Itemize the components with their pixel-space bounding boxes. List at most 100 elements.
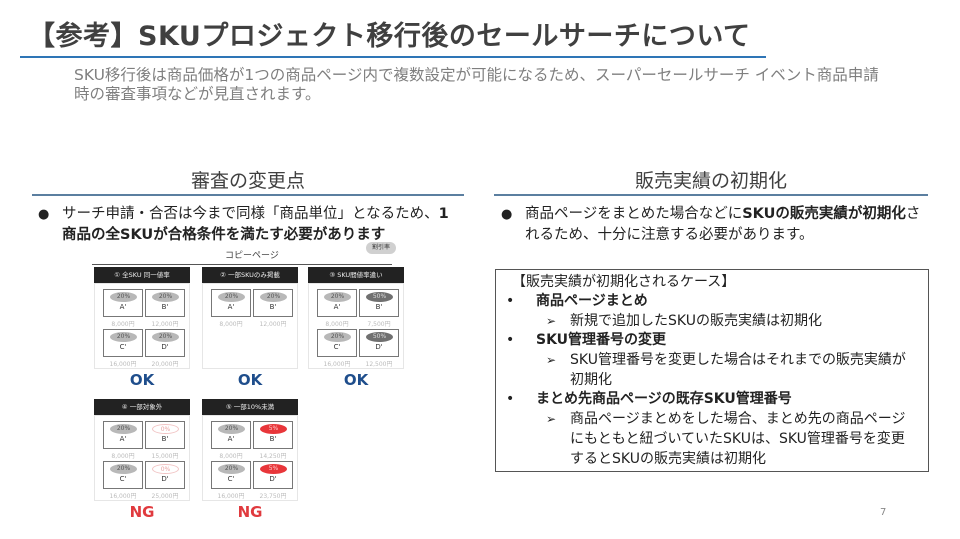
verdict-ng: NG [237, 503, 263, 521]
panel-different-rates: ③ SKU間値率違い 20%A' 8,000円 50%B' 7,500円 20%… [308, 267, 404, 389]
sku-price: 20,000円 [151, 361, 179, 368]
sku-letter: C' [119, 475, 127, 483]
left-section-heading: 審査の変更点 [190, 170, 305, 192]
sku-card: 20%B' [253, 289, 293, 317]
sku-price: 16,000円 [109, 361, 137, 368]
sku-card: 50%B' [359, 289, 399, 317]
sku-card: 0%B' [145, 421, 185, 449]
slide-title: 【参考】SKUプロジェクト移行後のセールサーチについて [28, 21, 751, 52]
sku-letter: C' [227, 475, 235, 483]
verdict-ok: OK [129, 371, 155, 389]
sku-price: 12,500円 [365, 361, 393, 368]
rate-pill: 20% [218, 464, 245, 474]
case-detail-text: SKU管理番号を変更した場合はそれまでの販売実績が初期化 [570, 352, 906, 388]
sku-price: 8,000円 [111, 453, 135, 460]
arrow-bullet-icon: ➢ [546, 353, 557, 367]
panel-header: ④ 一部対象外 [94, 399, 190, 415]
rate-pill: 0% [152, 464, 179, 474]
rate-pill: 20% [324, 292, 351, 302]
sku-price: 16,000円 [323, 361, 351, 368]
panel-body: 20%A' 8,000円 5%B' 14,250円 20%C' 16,000円 … [202, 415, 298, 501]
case-item: • まとめ先商品ページの既存SKU管理番号 [506, 390, 918, 409]
panel-header: ⑤ 一部10%未満 [202, 399, 298, 415]
right-bullet-normal-text-1: 商品ページをまとめた場合などに [525, 206, 743, 222]
discount-rate-badge: 割引率 [366, 242, 396, 254]
arrow-bullet-icon: ➢ [546, 314, 557, 328]
bullet-dot-icon: ● [38, 207, 50, 222]
sku-card: 20%C' [103, 461, 143, 489]
case-item-label: まとめ先商品ページの既存SKU管理番号 [536, 391, 792, 407]
sku-card: 20%A' [211, 421, 251, 449]
sku-card: 20%C' [317, 329, 357, 357]
sku-price: 7,500円 [367, 321, 391, 328]
sku-price: 12,000円 [151, 321, 179, 328]
right-section-rule [494, 194, 928, 196]
panel-header: ① 全SKU 同一値率 [94, 267, 190, 283]
case-item: • 商品ページまとめ [506, 292, 918, 311]
rate-pill: 20% [218, 292, 245, 302]
panel-body: 20%A' 8,000円 20%B' 12,000円 20%C' 16,000円… [94, 283, 190, 369]
sku-price: 8,000円 [219, 453, 243, 460]
sku-card: 20%A' [317, 289, 357, 317]
verdict-ok: OK [237, 371, 263, 389]
sku-letter: D' [375, 343, 383, 351]
panel-body: 20%A' 8,000円 50%B' 7,500円 20%C' 16,000円 … [308, 283, 404, 369]
sku-card: 5%D' [253, 461, 293, 489]
rate-pill: 20% [152, 292, 179, 302]
sku-letter: B' [269, 303, 277, 311]
panel-partial-sku: ② 一部SKUのみ掲載 20%A' 8,000円 20%B' 12,000円 O… [202, 267, 298, 389]
case-detail-text: 商品ページまとめをした場合、まとめ先の商品ページにもともと紐づいていたSKUは、… [570, 411, 906, 467]
rate-pill: 20% [152, 332, 179, 342]
case-item-detail: ➢ 商品ページまとめをした場合、まとめ先の商品ページにもともと紐づいていたSKU… [506, 409, 918, 469]
right-section-heading: 販売実績の初期化 [634, 170, 787, 192]
rate-pill: 20% [110, 424, 137, 434]
panel-body: 20%A' 8,000円 20%B' 12,000円 [202, 283, 298, 369]
case-item-detail: ➢ 新規で追加したSKUの販売実績は初期化 [506, 311, 918, 331]
sku-price: 8,000円 [325, 321, 349, 328]
sku-letter: A' [119, 303, 127, 311]
panel-same-rate: ① 全SKU 同一値率 20%A' 8,000円 20%B' 12,000円 2… [94, 267, 190, 389]
sku-letter: A' [227, 303, 235, 311]
panel-header: ② 一部SKUのみ掲載 [202, 267, 298, 283]
sku-card: 20%D' [145, 329, 185, 357]
sku-price: 14,250円 [259, 453, 287, 460]
rate-pill: 5% [260, 464, 287, 474]
sku-card: 20%C' [211, 461, 251, 489]
sku-letter: D' [161, 475, 169, 483]
left-bullet-bold-text: 1商品の全SKUが合格条件を満たす必要があります [62, 206, 449, 243]
sku-letter: C' [119, 343, 127, 351]
page-number: 7 [880, 507, 887, 518]
bullet-icon: • [506, 293, 515, 309]
sku-price: 16,000円 [109, 493, 137, 500]
copy-page-label: コピーページ [225, 251, 279, 261]
bullet-icon: • [506, 332, 515, 348]
sku-price: 25,000円 [151, 493, 179, 500]
sku-letter: D' [161, 343, 169, 351]
sku-letter: A' [333, 303, 341, 311]
sku-price: 23,750円 [259, 493, 287, 500]
sku-card: 20%C' [103, 329, 143, 357]
sku-card: 20%A' [103, 421, 143, 449]
sku-letter: B' [161, 435, 169, 443]
sku-price: 12,000円 [259, 321, 287, 328]
case-item-label: SKU管理番号の変更 [536, 332, 667, 348]
slide-subtitle: SKU移行後は商品価格が1つの商品ページ内で複数設定が可能になるため、スーパーセ… [74, 66, 879, 103]
sku-price: 8,000円 [111, 321, 135, 328]
left-section-rule [32, 194, 464, 196]
case-box-title: 【販売実績が初期化されるケース】 [512, 274, 736, 290]
rate-pill: 5% [260, 424, 287, 434]
sku-card: 20%A' [103, 289, 143, 317]
sku-card: 20%A' [211, 289, 251, 317]
right-section-bullet: ● 商品ページをまとめた場合などにSKUの販売実績が初期化されるため、十分に注意… [501, 204, 925, 246]
right-bullet-bold-text: SKUの販売実績が初期化 [742, 206, 906, 222]
sku-price: 8,000円 [219, 321, 243, 328]
right-bullet-normal-text-2: されるため、十分に注意する必要があります。 [525, 206, 921, 243]
left-bullet-normal-text: サーチ申請・合否は今まで同様「商品単位」となるため、 [62, 206, 439, 222]
rate-pill: 0% [152, 424, 179, 434]
panel-partial-excluded: ④ 一部対象外 20%A' 8,000円 0%B' 15,000円 20%C' … [94, 399, 190, 521]
rate-pill: 20% [110, 464, 137, 474]
sku-letter: A' [119, 435, 127, 443]
panel-header: ③ SKU間値率違い [308, 267, 404, 283]
rate-pill: 20% [324, 332, 351, 342]
rate-pill: 20% [218, 424, 245, 434]
